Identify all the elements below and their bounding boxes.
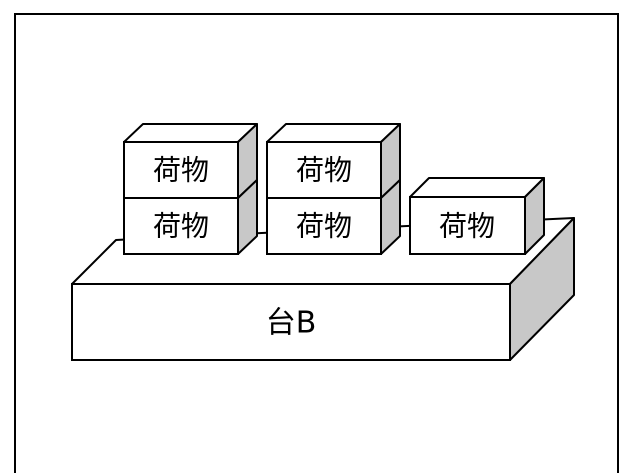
cargo-box-top-face [409, 177, 545, 198]
cargo-box: 荷物 [266, 179, 401, 255]
cargo-box-label: 荷物 [296, 154, 352, 187]
cargo-box-label: 荷物 [153, 210, 209, 243]
cargo-box: 荷物 [409, 177, 545, 255]
cargo-box: 荷物 [123, 179, 258, 255]
cargo-box: 荷物 [266, 123, 401, 199]
cargo-box-top-face [266, 123, 401, 143]
cargo-box-label: 荷物 [439, 210, 495, 243]
cargo-box-front-face [266, 141, 382, 199]
platform-front-face [71, 283, 511, 361]
cargo-box-front-face [123, 197, 239, 255]
diagram-frame [14, 13, 619, 473]
cargo-box: 荷物 [123, 123, 258, 199]
cargo-box-top-face [123, 123, 258, 143]
cargo-box-label: 荷物 [153, 154, 209, 187]
cargo-box-front-face [123, 141, 239, 199]
cargo-box-label: 荷物 [296, 210, 352, 243]
cargo-box-front-face [266, 197, 382, 255]
platform-label: 台B [266, 306, 317, 341]
cargo-box-front-face [409, 196, 526, 255]
